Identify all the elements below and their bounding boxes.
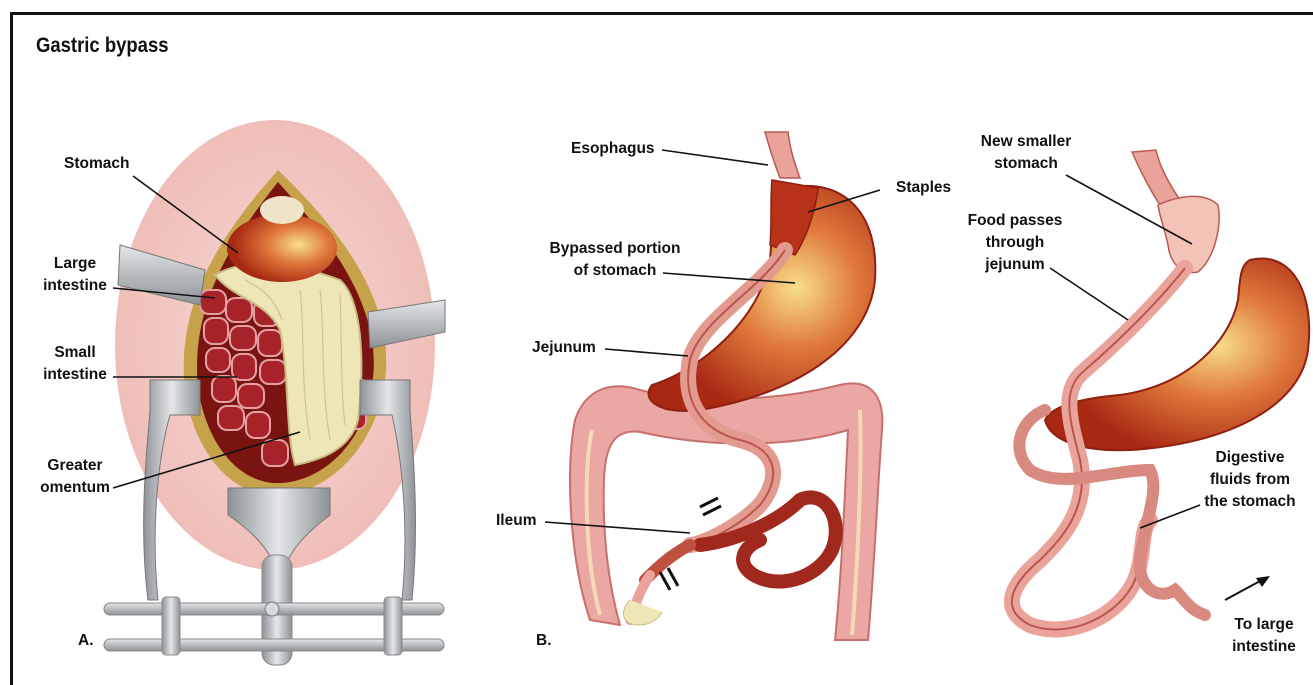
label-new-smaller-stomach: New smaller stomach xyxy=(966,131,1086,175)
appendix xyxy=(623,600,662,625)
label-ileum: Ileum xyxy=(496,510,536,532)
panel-a-illustration xyxy=(104,120,445,665)
esophagus-c xyxy=(1132,150,1180,205)
label-staples: Staples xyxy=(896,177,951,199)
small-intestine-loop xyxy=(700,497,836,581)
label-to-large-intestine: To large intestine xyxy=(1222,614,1306,658)
label-food-passes: Food passes through jejunum xyxy=(960,210,1070,276)
label-esophagus: Esophagus xyxy=(571,138,655,160)
esophagus-tube xyxy=(765,132,800,178)
label-bypassed-portion: Bypassed portion of stomach xyxy=(540,238,690,282)
panel-a-letter: A. xyxy=(78,630,94,652)
panel-b-illustration xyxy=(570,132,882,640)
label-stomach: Stomach xyxy=(64,153,129,175)
label-large-intestine: Large intestine xyxy=(38,253,112,297)
arrow-to-large-intestine xyxy=(1225,580,1262,600)
panel-b-letter: B. xyxy=(536,630,552,652)
label-small-intestine: Small intestine xyxy=(38,342,112,386)
stomach-organ xyxy=(227,214,337,282)
label-greater-omentum: Greater omentum xyxy=(38,455,112,499)
label-digestive-fluids: Digestive fluids from the stomach xyxy=(1196,447,1304,513)
label-jejunum: Jejunum xyxy=(532,337,596,359)
